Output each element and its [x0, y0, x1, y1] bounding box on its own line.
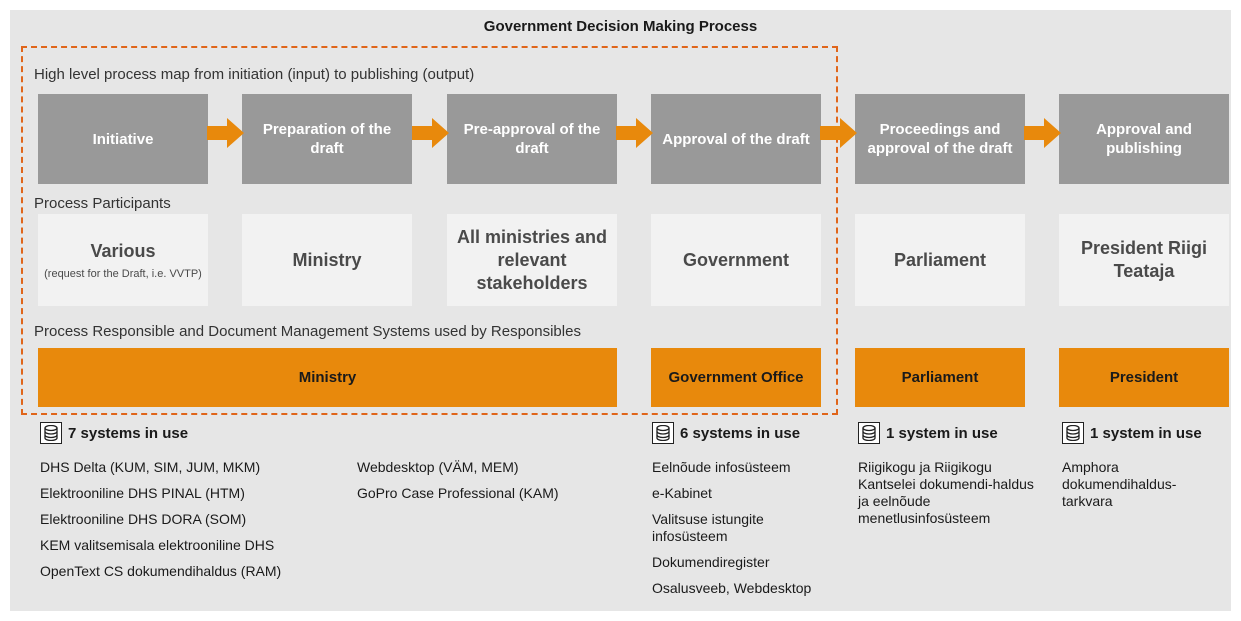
participant-label: Parliament [893, 249, 987, 270]
participant-label: Government [682, 249, 790, 270]
list-item: Riigikogu ja Riigikogu Kantselei dokumen… [858, 459, 1034, 526]
participant-label: Ministry [292, 249, 362, 270]
step-pre-approval: Pre-approval of the draft [447, 94, 617, 184]
systems-count-ministry: 7 systems in use [40, 422, 188, 444]
systems-count-government: 6 systems in use [652, 422, 800, 444]
systems-list-parliament: Riigikogu ja Riigikogu Kantselei dokumen… [858, 459, 1038, 536]
systems-list-ministry-col1: DHS Delta (KUM, SIM, JUM, MKM) Elektroon… [40, 459, 350, 589]
step-publishing: Approval and publishing [1059, 94, 1229, 184]
systems-count-president: 1 system in use [1062, 422, 1202, 444]
list-item: Elektrooniline DHS PINAL (HTM) [40, 485, 245, 501]
participant-various: Various (request for the Draft, i.e. VVT… [38, 214, 208, 306]
section-participants: Process Participants [34, 195, 171, 212]
list-item: OpenText CS dokumendihaldus (RAM) [40, 563, 282, 579]
systems-list-president: Amphora dokumendihaldus-tarkvara [1062, 459, 1212, 519]
list-item: Osalusveeb, Webdesktop [652, 580, 812, 596]
list-item: Webdesktop (VÄM, MEM) [357, 459, 519, 475]
database-icon [858, 422, 880, 444]
list-item: Amphora dokumendihaldus-tarkvara [1062, 459, 1177, 509]
step-approval: Approval of the draft [651, 94, 821, 184]
arrow-right-icon [820, 118, 857, 148]
arrow-right-icon [1024, 118, 1061, 148]
participant-label: Various [90, 240, 156, 261]
systems-count-parliament: 1 system in use [858, 422, 998, 444]
list-item: e-Kabinet [652, 485, 712, 501]
list-item: DHS Delta (KUM, SIM, JUM, MKM) [40, 459, 261, 475]
scope-dashed-frame [21, 46, 838, 415]
systems-count-label: 6 systems in use [680, 424, 801, 442]
arrow-right-icon [207, 118, 244, 148]
responsible-president: President [1059, 348, 1229, 407]
step-preparation: Preparation of the draft [242, 94, 412, 184]
responsible-parliament: Parliament [855, 348, 1025, 407]
arrow-right-icon [412, 118, 449, 148]
participant-government: Government [651, 214, 821, 306]
section-responsible: Process Responsible and Document Managem… [34, 323, 581, 340]
list-item: Dokumendiregister [652, 554, 770, 570]
systems-count-label: 1 system in use [1090, 424, 1202, 442]
list-item: KEM valitsemisala elektrooniline DHS [40, 537, 275, 553]
diagram-panel [10, 10, 1231, 611]
participant-parliament: Parliament [855, 214, 1025, 306]
systems-list-government: Eelnõude infosüsteem e-Kabinet Valitsuse… [652, 459, 842, 606]
responsible-government-office: Government Office [651, 348, 821, 407]
participant-label: All ministries and relevant stakeholders [456, 226, 608, 293]
participant-sub: (request for the Draft, i.e. VVTP) [44, 267, 202, 280]
responsible-ministry: Ministry [38, 348, 617, 407]
diagram-title: Government Decision Making Process [483, 18, 758, 35]
arrow-right-icon [616, 118, 653, 148]
list-item: Elektrooniline DHS DORA (SOM) [40, 511, 247, 527]
participant-all-ministries: All ministries and relevant stakeholders [447, 214, 617, 306]
participant-president: President Riigi Teataja [1059, 214, 1229, 306]
database-icon [40, 422, 62, 444]
systems-count-label: 1 system in use [886, 424, 998, 442]
list-item: Eelnõude infosüsteem [652, 459, 791, 475]
list-item: GoPro Case Professional (KAM) [357, 485, 559, 501]
list-item: Valitsuse istungite infosüsteem [652, 511, 764, 544]
database-icon [652, 422, 674, 444]
step-initiative: Initiative [38, 94, 208, 184]
systems-list-ministry-col2: Webdesktop (VÄM, MEM) GoPro Case Profess… [357, 459, 627, 511]
participant-ministry: Ministry [242, 214, 412, 306]
systems-count-label: 7 systems in use [68, 424, 189, 442]
step-proceedings: Proceedings and approval of the draft [855, 94, 1025, 184]
section-process-map: High level process map from initiation (… [34, 66, 475, 83]
participant-label: President Riigi Teataja [1080, 238, 1208, 281]
database-icon [1062, 422, 1084, 444]
